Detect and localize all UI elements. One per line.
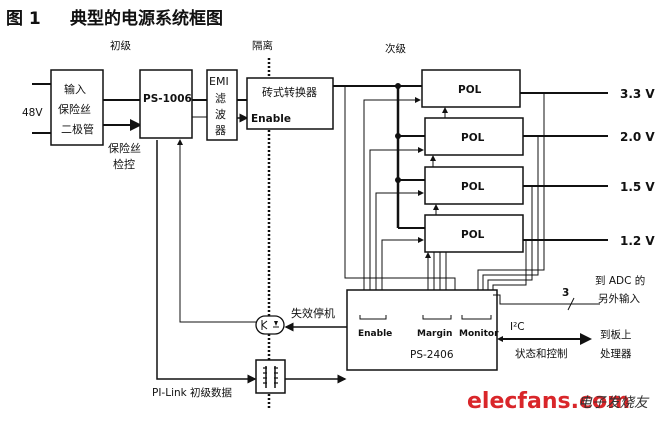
status-control-label: 状态和控制 (515, 347, 568, 360)
svg-text:二极管: 二极管 (61, 122, 94, 136)
figure-number: 图 1 (6, 9, 41, 29)
figure-title: 典型的电源系统框图 (70, 8, 223, 29)
svg-text:Monitor: Monitor (459, 329, 499, 339)
watermark: elecfans.com 电子发烧友 (467, 389, 650, 414)
section-isolation: 隔离 (252, 39, 273, 52)
fuse-monitor-label-1: 保险丝 (108, 141, 141, 155)
pi-link-path: PI-Link 初级数据 (152, 140, 347, 399)
svg-text:PS-2406: PS-2406 (410, 349, 454, 361)
fuse-monitor-label-2: 检控 (113, 157, 135, 171)
adc-label-1: 到 ADC 的 (595, 274, 645, 287)
output-1v2: 1.2 V (523, 234, 655, 248)
svg-text:POL: POL (461, 181, 485, 193)
pi-link-label: PI-Link 初级数据 (152, 386, 233, 399)
transformer-icon (255, 359, 286, 394)
svg-text:波: 波 (215, 108, 226, 121)
ps-2406-block: Enable Margin Monitor PS-2406 (346, 289, 499, 371)
svg-text:1.2 V: 1.2 V (620, 234, 655, 248)
adc-bus-width: 3 (562, 287, 569, 299)
output-1v5: 1.5 V (523, 180, 655, 194)
to-processor-label-1: 到板上 (600, 328, 632, 341)
section-secondary: 次级 (385, 42, 406, 55)
svg-text:3.3 V: 3.3 V (620, 87, 655, 101)
i2c-bus: I²C 状态和控制 到板上 处理器 (497, 321, 632, 360)
emi-filter-block: EMI 滤 波 器 (206, 69, 238, 141)
svg-text:1.5 V: 1.5 V (620, 180, 655, 194)
svg-text:POL: POL (458, 84, 482, 96)
failure-shutdown-label: 失效停机 (291, 306, 335, 320)
svg-text:输入: 输入 (64, 82, 86, 96)
pol-block-1v2: POL (424, 214, 524, 253)
svg-text:Margin: Margin (417, 329, 452, 339)
to-processor-label-2: 处理器 (600, 348, 632, 360)
pol-block-2v0: POL (424, 117, 524, 156)
svg-text:Enable: Enable (358, 329, 392, 339)
pol-block-1v5: POL (424, 166, 524, 205)
input-fuse-diode-block: 输入 保险丝 二极管 (50, 69, 104, 146)
svg-text:POL: POL (461, 132, 485, 144)
adc-input-bus: 3 到 ADC 的 另外输入 (493, 274, 645, 311)
brick-converter-block: 砖式转换器 Enable (246, 77, 334, 130)
svg-text:滤: 滤 (215, 92, 226, 105)
svg-text:Enable: Enable (251, 113, 291, 125)
svg-text:保险丝: 保险丝 (58, 102, 91, 116)
section-primary: 初级 (110, 39, 131, 52)
svg-text:器: 器 (215, 124, 226, 137)
svg-text:2.0 V: 2.0 V (620, 130, 655, 144)
svg-text:EMI: EMI (209, 75, 229, 88)
svg-text:PS-1006: PS-1006 (143, 93, 192, 105)
watermark-cn: 电子发烧友 (578, 395, 650, 411)
svg-text:砖式转换器: 砖式转换器 (262, 85, 317, 99)
output-3v3: 3.3 V (520, 87, 655, 101)
output-2v0: 2.0 V (523, 130, 655, 144)
i2c-label: I²C (510, 321, 525, 333)
ps-1006-block: PS-1006 (139, 69, 193, 139)
failure-shutdown-path: 失效停机 (177, 139, 347, 332)
pol-block-3v3: POL (421, 69, 521, 108)
svg-text:POL: POL (461, 229, 485, 241)
input-48v: 48V (22, 83, 51, 134)
optocoupler-icon (255, 315, 285, 335)
watermark-site: elecfans.com (467, 389, 630, 414)
adc-label-2: 另外输入 (598, 292, 640, 305)
input-voltage-label: 48V (22, 107, 43, 119)
